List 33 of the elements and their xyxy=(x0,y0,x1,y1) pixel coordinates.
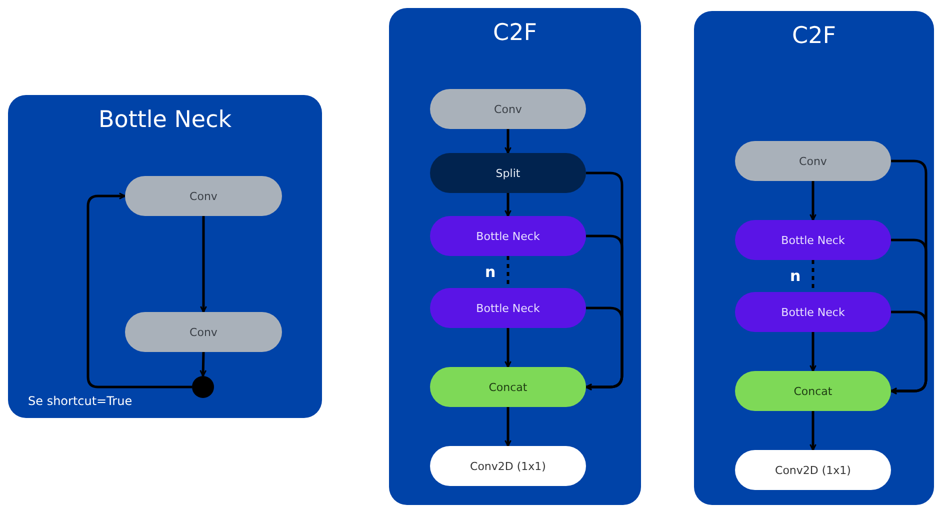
arrow xyxy=(86,192,192,388)
layer-box: Bottle Neck xyxy=(735,292,891,332)
layer-box: Conv2D (1x1) xyxy=(735,450,891,490)
layer-box: Concat xyxy=(735,371,891,411)
layer-box: Conv xyxy=(430,89,586,129)
arrow xyxy=(810,332,816,372)
junction-dot xyxy=(192,376,214,398)
arrow xyxy=(200,352,207,377)
layer-box: Conv xyxy=(125,176,282,216)
arrow xyxy=(890,310,928,394)
arrow xyxy=(504,129,512,154)
layer-box: Bottle Neck xyxy=(735,220,891,260)
layer-box: Conv xyxy=(735,141,891,181)
arrow xyxy=(504,328,512,368)
panel-title: C2F xyxy=(791,22,837,51)
module-panel xyxy=(389,8,641,505)
panel-title: C2F xyxy=(492,19,538,48)
panel-note: Se shortcut=True xyxy=(28,394,132,408)
module-panel xyxy=(8,95,322,418)
module-panel xyxy=(694,11,934,505)
layer-box: Conv xyxy=(125,312,282,352)
arrow xyxy=(585,306,624,390)
layer-box: Bottle Neck xyxy=(430,216,586,256)
arrow xyxy=(810,181,816,221)
arrow xyxy=(200,216,207,313)
arrow xyxy=(504,193,512,217)
layer-box: Split xyxy=(430,153,586,193)
layer-box: Bottle Neck xyxy=(430,288,586,328)
layer-box: Conv2D (1x1) xyxy=(430,446,586,486)
arrow xyxy=(810,411,816,451)
layer-box: Concat xyxy=(430,367,586,407)
arrow xyxy=(504,407,512,447)
panel-title: Bottle Neck xyxy=(97,106,233,135)
